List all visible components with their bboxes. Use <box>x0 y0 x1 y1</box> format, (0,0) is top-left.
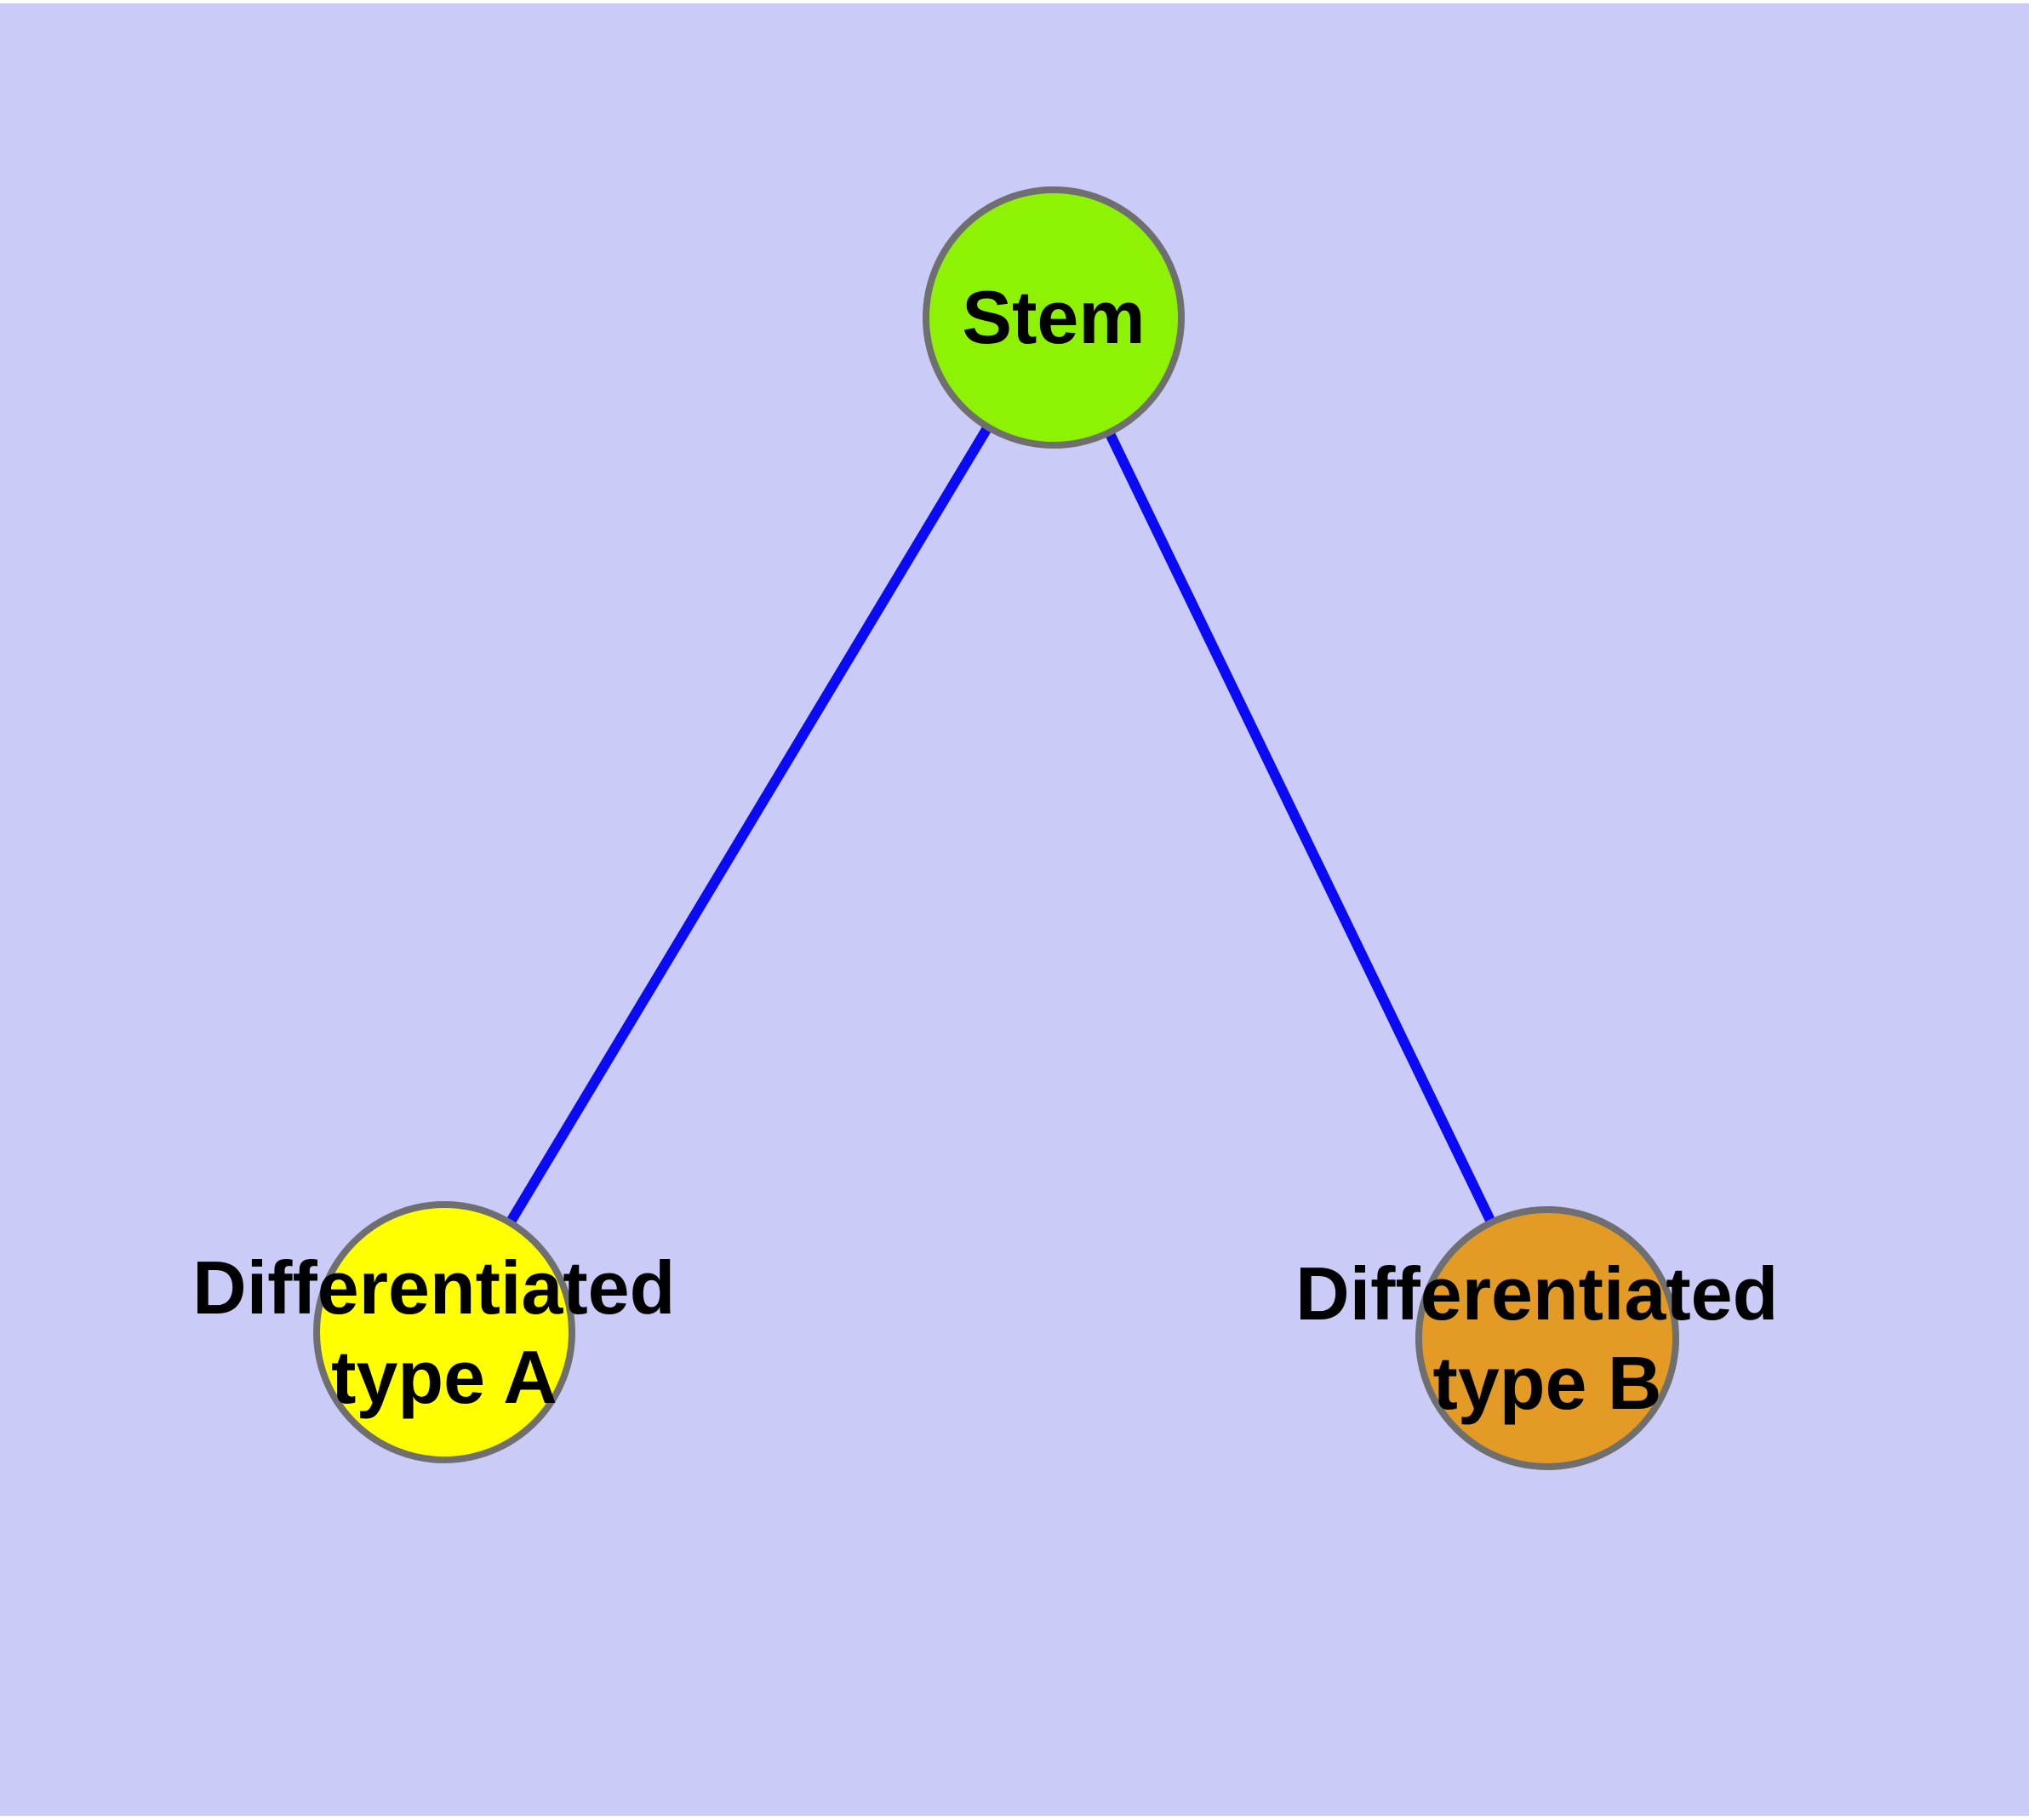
node-stem-circle <box>923 186 1185 449</box>
node-type-a-label-line1: Differentiated <box>192 1245 675 1330</box>
node-type-a-circle <box>313 1201 575 1463</box>
node-type-b-label-line1: Differentiated <box>1295 1251 1778 1336</box>
node-type-b-label: Differentiated type B <box>1295 1251 1799 1425</box>
node-type-a-label-line2: type A <box>331 1335 557 1419</box>
edge-stem-to-type-a <box>439 314 1059 1336</box>
node-type-b-label-line2: type B <box>1433 1341 1662 1425</box>
edge-stem-to-type-b <box>1049 315 1552 1341</box>
node-type-a-label: Differentiated type A <box>192 1245 696 1419</box>
node-stem-label: Stem <box>962 275 1145 359</box>
node-type-b-circle <box>1415 1206 1679 1470</box>
